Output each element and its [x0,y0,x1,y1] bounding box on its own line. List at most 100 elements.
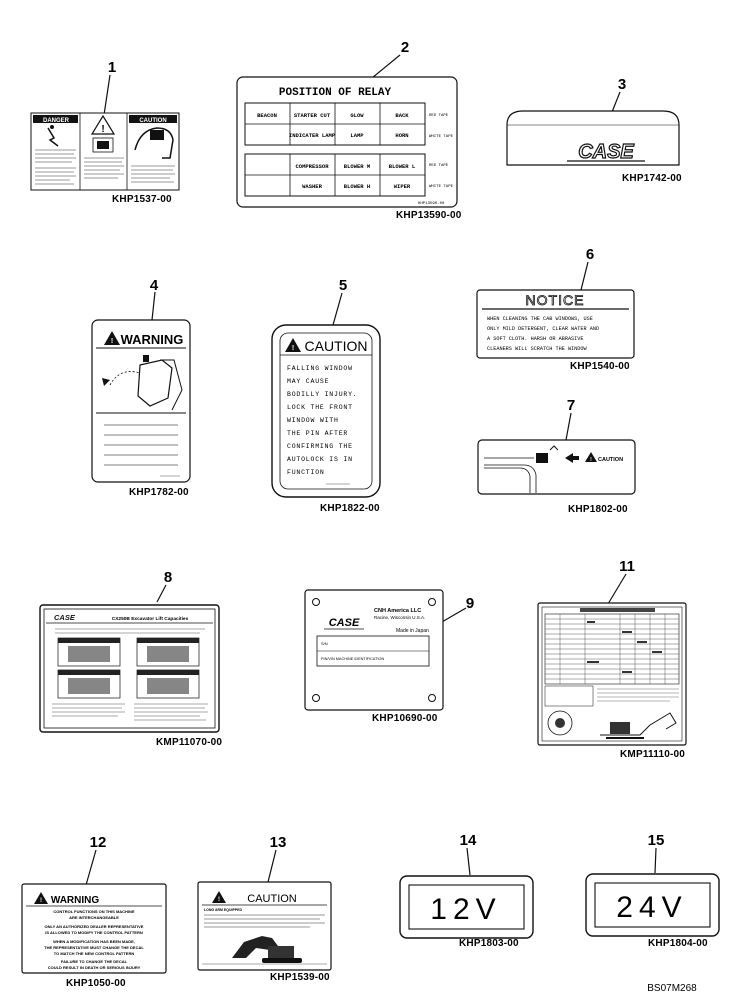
decal-12-line-9: COULD RESULT IN DEATH OR SERIOUS INJURY [48,965,141,970]
part-code-13: KHP1539-00 [270,972,330,983]
svg-text:!: ! [292,345,294,352]
decal-13-header: CAUTION [247,893,297,905]
decal-13-subhead: LONG ARM EQUIPPED [204,908,242,912]
relay-wiper: WIPER [394,183,411,190]
decal-5-line-4: LOCK THE FRONT [287,404,353,411]
part-code-12: KHP1050-00 [66,978,126,989]
relay-beacon: BEACON [257,112,277,119]
figure-id: BS07M268 [647,983,697,994]
decal-2-small-code: KHP13590-00 [418,202,445,206]
decal-9-logo: CASE [329,617,360,629]
part-code-6: KHP1540-00 [570,361,630,372]
decal-6-line-2: ONLY MILD DETERGENT, CLEAR WATER AND [487,326,599,332]
relay-starter-cut: STARTER CUT [294,112,331,119]
relay-compressor: COMPRESSOR [295,163,329,170]
relay-blower-m: BLOWER M [344,163,371,170]
decal-9-made-in: Made in Japan [396,628,429,634]
svg-text:!: ! [111,338,113,345]
decal-12: ! WARNING CONTROL FUNCTIONS ON THIS MACH… [21,883,167,974]
decal-6-line-4: CLEANERS WILL SCRATCH THE WINDOW [487,346,588,352]
decal-5: ! CAUTION FALLING WINDOW MAY CAUSE BODIL… [271,324,381,498]
decal-9-company: CNH America LLC [374,608,421,614]
callout-14: 14 [460,832,477,849]
part-code-15: KHP1804-00 [648,938,708,949]
decal-12-line-5: WHEN A MODIFICATION HAS BEEN MADE, [53,939,135,944]
decal-6-header: NOTICE [526,292,585,308]
svg-text:!: ! [218,897,220,903]
decal-9-field-pin: PIN/VIN MACHINE IDENTIFICATION [321,657,384,661]
part-code-7: KHP1802-00 [568,504,628,515]
callout-7: 7 [567,397,575,414]
callout-8: 8 [164,569,172,586]
callout-numbers: 1 2 3 4 5 6 7 8 9 11 12 13 14 15 [90,39,665,851]
decal-12-line-7: TO MATCH THE NEW CONTROL PATTERN [54,951,135,956]
decal-3-logo: CASE [578,141,634,163]
relay-blower-h: BLOWER H [344,183,370,190]
relay-tape-2: WHITE TAPE [429,135,454,139]
decal-8: CASE CX250B Excavator Lift Capacities [39,604,220,733]
decal-5-line-2: MAY CAUSE [287,378,329,385]
decal-4: ! WARNING [91,319,191,483]
decal-5-line-9: FUNCTION [287,469,325,476]
callout-6: 6 [586,246,594,263]
decal-5-header: CAUTION [305,338,368,354]
decal-5-line-7: CONFIRMING THE [287,443,353,450]
decal-14: 12V [399,875,534,939]
decal-15: 24V [585,873,720,937]
decal-5-line-6: THE PIN AFTER [287,430,348,437]
part-code-4: KHP1782-00 [129,487,189,498]
decal-7-caution: CAUTION [598,457,623,463]
decal-8-title: CX250B Excavator Lift Capacities [112,616,189,622]
decal-13: ! CAUTION LONG ARM EQUIPPED [197,881,332,971]
decal-12-header: WARNING [51,895,100,906]
relay-back: BACK [395,112,409,119]
relay-blower-l: BLOWER L [389,163,416,170]
decal-12-line-3: ONLY AN AUTHORIZED DEALER REPRESENTATIVE [45,924,144,929]
relay-glow: GLOW [350,112,364,119]
decal-4-header: WARNING [121,332,184,347]
callout-2: 2 [401,39,409,56]
decal-2: POSITION OF RELAY BEACON STARTER CUT GLO… [236,76,458,208]
decal-9-address: Racine, Wisconsin U.S.A. [374,615,425,620]
decal-9: CASE CNH America LLC Racine, Wisconsin U… [304,589,444,711]
decal-12-line-1: CONTROL FUNCTIONS ON THIS MACHINE [53,909,135,914]
decal-1-danger: DANGER [43,118,70,124]
decal-6-line-3: A SOFT CLOTH. HARSH OR ABRASIVE [487,336,584,342]
callout-leaders [85,54,657,886]
decal-12-line-2: ARE INTERCHANGEABLE [69,915,119,920]
part-code-3: KHP1742-00 [622,173,682,184]
decal-5-line-5: WINDOW WITH [287,417,339,424]
decal-1: DANGER ! CAUTION [30,112,180,191]
relay-tape-1: RED TAPE [429,114,449,118]
callout-1: 1 [108,59,116,76]
decal-5-line-1: FALLING WINDOW [287,365,353,372]
decal-5-line-8: AUTOLOCK IS IN [287,456,353,463]
callout-3: 3 [618,76,626,93]
decal-2-title: POSITION OF RELAY [279,87,392,99]
decal-11 [537,602,687,746]
callout-9: 9 [466,595,474,612]
decal-6-line-1: WHEN CLEANING THE CAB WINDOWS, USE [487,316,593,322]
relay-tape-3: RED TAPE [429,164,449,168]
callout-11: 11 [619,558,635,575]
decal-1-caution: CAUTION [139,118,166,124]
decal-8-logo: CASE [54,613,76,622]
svg-text:!: ! [101,124,104,135]
decal-7: ! CAUTION [477,439,636,495]
part-code-1: KHP1537-00 [112,194,172,205]
part-code-2: KHP13590-00 [396,210,462,221]
decal-12-line-4: IS ALLOWED TO MODIFY THE CONTROL PATTERN [45,930,143,935]
part-code-5: KHP1822-00 [320,503,380,514]
callout-5: 5 [339,277,347,294]
relay-lamp: LAMP [350,132,364,139]
svg-text:!: ! [590,457,592,463]
decal-5-line-3: BODILLY INJURY. [287,391,358,398]
part-code-8: KMP11070-00 [156,737,222,748]
callout-4: 4 [150,277,159,294]
svg-text:!: ! [40,898,42,904]
callout-12: 12 [90,834,107,851]
decal-12-line-6: THE REPRESENTATIVE MUST CHANGE THE DECAL [44,945,144,950]
part-code-9: KHP10690-00 [372,713,438,724]
callout-13: 13 [270,834,287,851]
